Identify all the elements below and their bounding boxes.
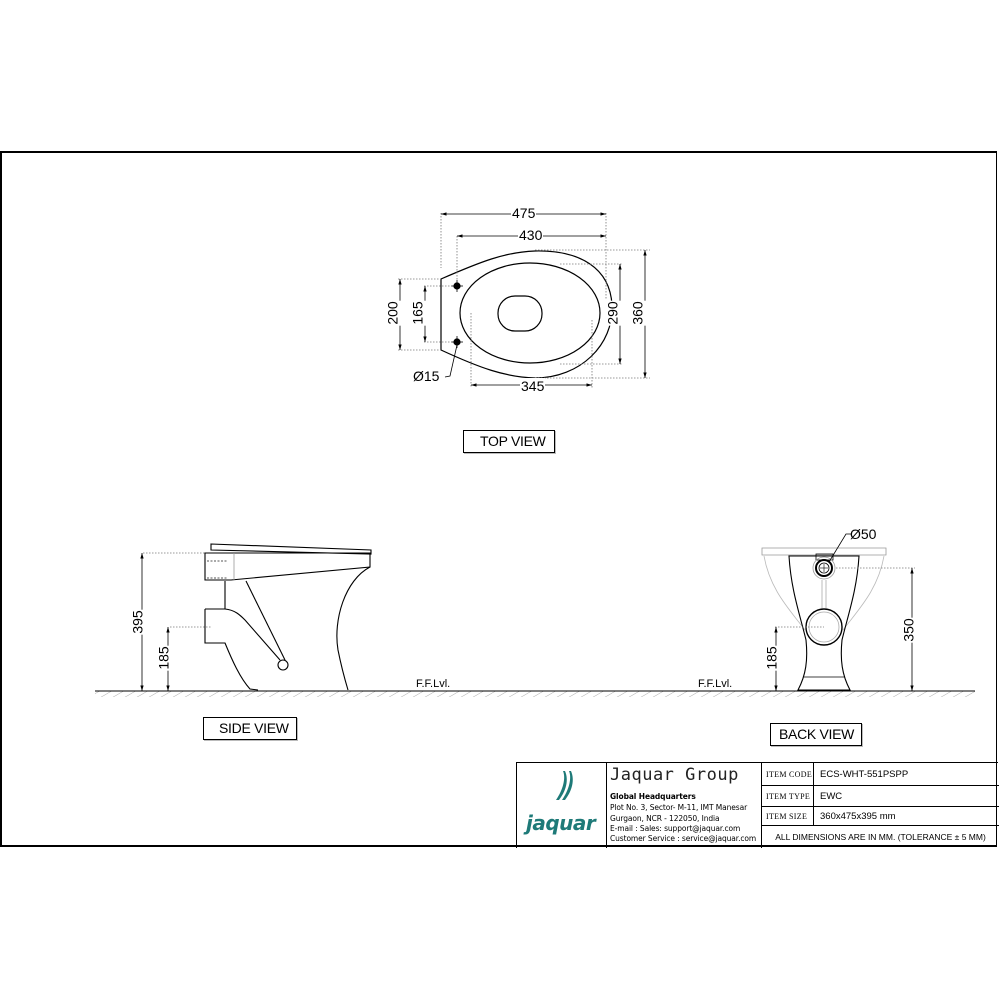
seat-outline — [440, 250, 613, 379]
dim-360: 360 — [629, 300, 646, 326]
item-code-key: ITEM CODE — [762, 763, 814, 785]
bowl-outline — [459, 262, 601, 364]
item-size-key: ITEM SIZE — [762, 807, 814, 825]
back-floor-label: F.F.Lvl. — [698, 678, 733, 690]
dim-430: 430 — [518, 227, 544, 243]
dim-back-185: 185 — [763, 645, 780, 671]
side-view-drawing — [204, 543, 372, 691]
floor-line — [95, 690, 975, 697]
logo-wordmark: jaquar — [526, 811, 596, 835]
item-code-value: ECS-WHT-551PSPP — [820, 768, 909, 780]
item-info-table: ITEM CODE ECS-WHT-551PSPP ITEM TYPE EWC … — [762, 763, 999, 848]
top-view-label: TOP VIEW — [463, 430, 555, 453]
company-address-1: Plot No. 3, Sector- M-11, IMT Manesar — [610, 803, 748, 812]
drawing-frame — [0, 151, 997, 847]
item-size-value: 360x475x395 mm — [820, 810, 896, 822]
logo-cell: jaquar — [517, 763, 607, 848]
back-view-dimensions — [774, 533, 915, 691]
dim-side-185: 185 — [155, 645, 172, 671]
dim-200: 200 — [384, 300, 401, 326]
back-view-label: BACK VIEW — [770, 723, 862, 746]
side-view-label: SIDE VIEW — [203, 717, 297, 740]
dim-165: 165 — [409, 300, 426, 326]
item-size-row: ITEM SIZE 360x475x395 mm — [762, 807, 999, 826]
item-type-row: ITEM TYPE EWC — [762, 786, 999, 807]
item-type-key: ITEM TYPE — [762, 786, 814, 806]
dim-290: 290 — [604, 300, 621, 326]
dim-345: 345 — [520, 378, 546, 394]
dim-inlet-dia: Ø50 — [850, 526, 877, 542]
company-email-sales: E-mail : Sales: support@jaquar.com — [610, 824, 741, 833]
company-cell: Jaquar Group Global Headquarters Plot No… — [607, 763, 762, 848]
company-name: Jaquar Group — [610, 765, 739, 785]
dim-475: 475 — [511, 205, 537, 221]
tolerance-note: ALL DIMENSIONS ARE IN MM. (TOLERANCE ± 5… — [775, 832, 986, 842]
top-view-drawing — [440, 250, 613, 379]
dim-bolt-dia: Ø15 — [413, 368, 440, 384]
company-hq: Global Headquarters — [610, 792, 696, 801]
side-view-dimensions — [140, 552, 212, 691]
company-address-2: Gurgaon, NCR - 122050, India — [610, 814, 720, 823]
bowl-opening — [497, 295, 543, 332]
title-block: jaquar Jaquar Group Global Headquarters … — [516, 762, 999, 848]
dim-350: 350 — [900, 617, 917, 643]
item-type-value: EWC — [820, 790, 843, 802]
side-floor-label: F.F.Lvl. — [416, 678, 451, 690]
back-view-drawing — [761, 547, 887, 691]
item-code-row: ITEM CODE ECS-WHT-551PSPP — [762, 763, 999, 786]
dim-395: 395 — [129, 609, 146, 635]
jaquar-logo-icon — [556, 771, 573, 800]
company-email-service: Customer Service : service@jaquar.com — [610, 834, 757, 843]
